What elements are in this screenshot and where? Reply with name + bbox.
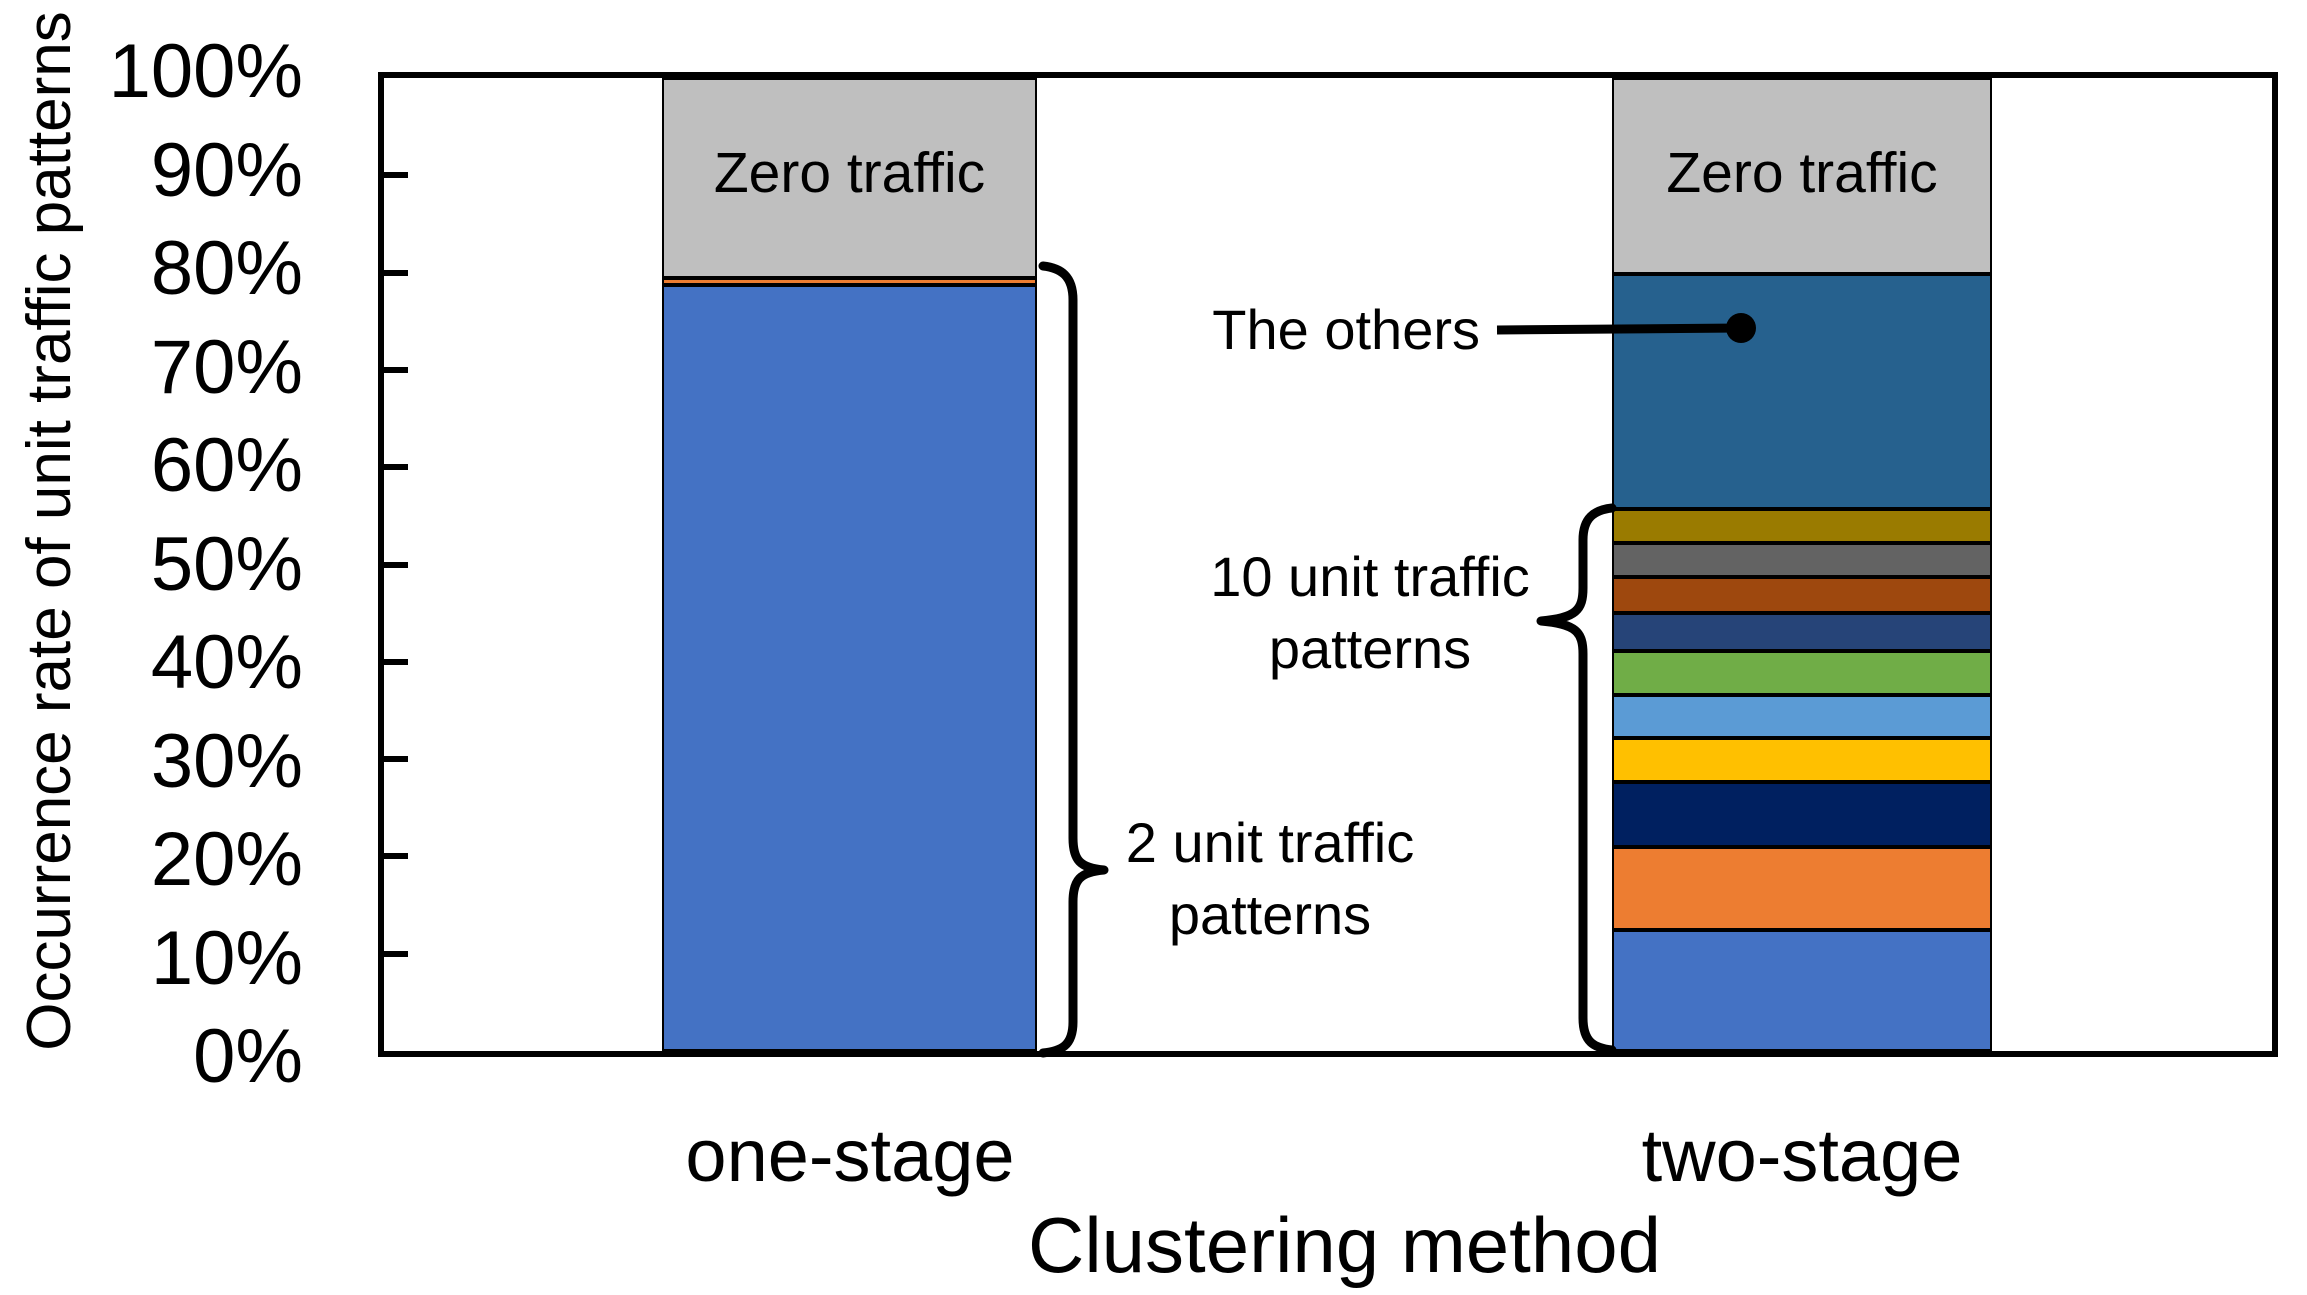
y-axis-title: Occurrence rate of unit traffic patterns — [15, 11, 84, 1051]
y-tick-label-50-: 50% — [150, 521, 303, 607]
segment-two-stage-unit-traffic-pattern-4 — [1612, 737, 1992, 783]
y-tick-label-70-: 70% — [150, 324, 303, 410]
segment-one-stage-zero-traffic: Zero traffic — [662, 78, 1037, 279]
y-tick-label-20-: 20% — [150, 817, 303, 902]
y-axis-tick — [384, 853, 408, 860]
annotation-the-others: The others — [1212, 298, 1480, 361]
y-axis-tick — [384, 269, 408, 276]
segment-two-stage-unit-traffic-pattern-5 — [1612, 694, 1992, 738]
y-axis-tick — [384, 561, 408, 568]
segment-two-stage-unit-traffic-pattern-2 — [1612, 846, 1992, 931]
x-category-label-one-stage: one-stage — [685, 1114, 1015, 1197]
y-tick-label-0-: 0% — [193, 1014, 303, 1099]
segment-two-stage-unit-traffic-pattern-8 — [1612, 577, 1992, 614]
segment-label-zero-traffic: Zero traffic — [1666, 141, 1938, 206]
segment-two-stage-unit-traffic-pattern-6 — [1612, 651, 1992, 695]
y-axis-tick — [384, 172, 408, 179]
segment-two-stage-unit-traffic-pattern-1 — [1612, 930, 1992, 1051]
segment-two-stage-zero-traffic: Zero traffic — [1612, 78, 1992, 274]
y-axis-tick — [384, 464, 408, 471]
y-axis-tick — [384, 366, 408, 373]
annotation-10-unit-traffic-patterns: 10 unit traffic patterns — [1210, 545, 1530, 680]
segment-two-stage-unit-traffic-pattern-10 — [1612, 509, 1992, 544]
bar-two-stage: Zero traffic — [1612, 78, 1992, 1051]
y-axis-tick — [384, 950, 408, 957]
segment-one-stage-unit-traffic-pattern-1 — [662, 285, 1037, 1051]
segment-two-stage-unit-traffic-pattern-3 — [1612, 782, 1992, 847]
y-axis-tick — [384, 658, 408, 665]
x-axis-title: Clustering method — [1028, 1201, 1661, 1289]
x-category-label-two-stage: two-stage — [1641, 1114, 1963, 1197]
y-tick-label-30-: 30% — [150, 718, 303, 804]
annotation-2-unit-traffic-patterns: 2 unit traffic patterns — [1125, 811, 1415, 946]
y-tick-label-80-: 80% — [150, 226, 303, 311]
segment-two-stage-unit-traffic-pattern-9 — [1612, 543, 1992, 578]
y-axis-tick — [384, 756, 408, 763]
segment-one-stage-unit-traffic-pattern-2 — [662, 278, 1037, 286]
segment-two-stage-unit-traffic-pattern-7 — [1612, 613, 1992, 652]
segment-two-stage-the-others — [1612, 273, 1992, 510]
y-tick-label-60-: 60% — [150, 423, 303, 508]
bar-one-stage: Zero traffic — [662, 78, 1037, 1051]
y-tick-label-10-: 10% — [150, 915, 303, 1001]
y-tick-label-90-: 90% — [150, 127, 303, 213]
segment-label-zero-traffic: Zero traffic — [713, 141, 986, 206]
plot-area: Zero traffic Zero traffic — [378, 72, 2278, 1057]
y-tick-label-100-: 100% — [108, 29, 303, 114]
y-tick-label-40-: 40% — [150, 620, 303, 705]
